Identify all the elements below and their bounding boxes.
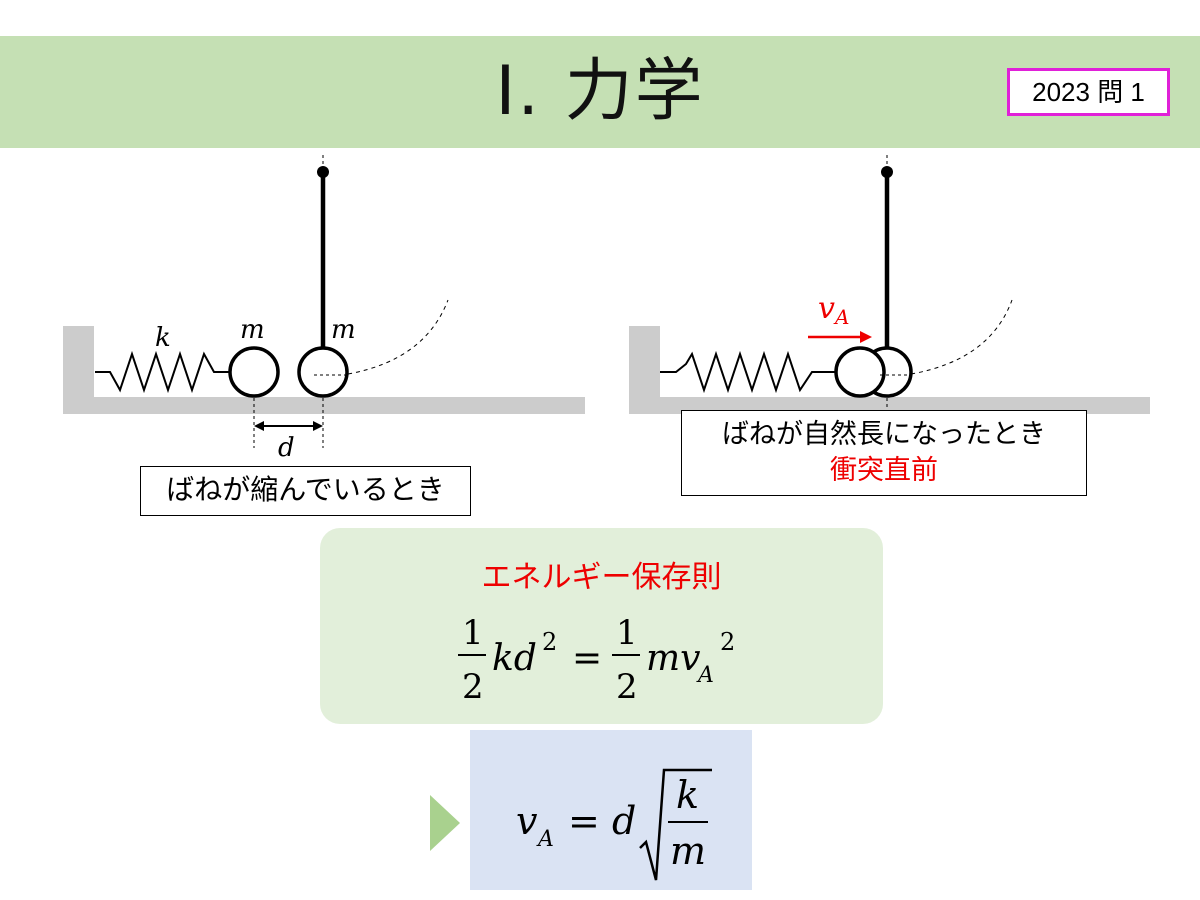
left-wall-floor — [63, 326, 585, 414]
result-frac-num: k — [676, 773, 699, 817]
result-arrow-triangle — [430, 795, 460, 851]
distance-arrowhead-left — [254, 421, 264, 431]
energy-conservation-box — [320, 528, 883, 724]
energy-num-right: 1 — [616, 613, 638, 653]
right-wall-floor — [629, 326, 1150, 414]
caption-natural-length-line1: ばねが自然長になったとき — [722, 419, 1046, 450]
spring-constant-label: k — [155, 323, 171, 353]
energy-den-right: 2 — [616, 667, 638, 707]
energy-lhs-exp: 2 — [542, 628, 557, 656]
right-spring — [660, 350, 836, 394]
energy-den-left: 2 — [462, 667, 484, 707]
velocity-label-main: v — [818, 291, 835, 326]
caption-natural-length: ばねが自然長になったとき 衝突直前 — [681, 410, 1087, 496]
left-mass-ball — [228, 346, 280, 398]
sqrt-sign — [639, 768, 712, 881]
caption-just-before-collision: 衝突直前 — [830, 455, 938, 486]
caption-compressed: ばねが縮んでいるとき — [140, 466, 471, 516]
velocity-arrowhead — [860, 331, 872, 343]
energy-lhs-main: kd — [492, 638, 537, 679]
right-diagram: vA — [629, 155, 1150, 414]
result-box — [470, 730, 752, 890]
mass-label-bob: m — [331, 315, 356, 345]
year-badge: 2023 問 1 — [1007, 68, 1170, 116]
result-frac-den: m — [670, 829, 706, 873]
left-spring — [95, 350, 229, 394]
page-title: Ⅰ. 力学 — [495, 52, 705, 131]
energy-conservation-title: エネルギー保存則 — [481, 560, 722, 595]
right-mass-ball — [834, 346, 886, 398]
left-swing-arc — [347, 299, 449, 375]
result-lhs-main: v — [516, 799, 538, 843]
velocity-label-sub: A — [833, 305, 849, 329]
velocity-label: vA — [818, 291, 849, 329]
energy-rhs-sub: A — [696, 663, 714, 688]
distance-arrowhead-right — [313, 421, 323, 431]
right-swing-arc — [910, 299, 1013, 375]
energy-rhs-main: mv — [646, 638, 700, 679]
energy-rhs-exp: 2 — [720, 628, 735, 656]
energy-equals: = — [572, 638, 602, 679]
left-pendulum-bob — [297, 346, 349, 398]
result-coef: d — [612, 799, 636, 843]
result-equals: = — [568, 799, 600, 843]
result-lhs-sub: A — [536, 827, 554, 852]
left-diagram: k m m d — [63, 155, 585, 463]
mass-label-ball: m — [240, 315, 265, 345]
title-band — [0, 36, 1200, 148]
distance-label: d — [278, 433, 295, 463]
energy-num-left: 1 — [462, 613, 484, 653]
